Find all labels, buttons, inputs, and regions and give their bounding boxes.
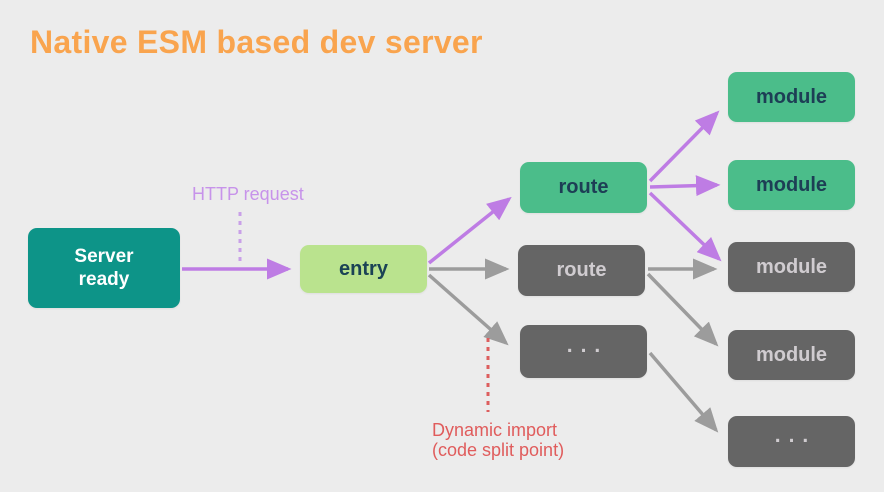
dynamic-import-line2: (code split point) [432,440,565,460]
server-ready-label: Server ready [74,246,134,290]
node-entry: entry [300,245,427,293]
route-active-label: route [558,176,609,198]
arrow-route-inactive-to-module-4 [646,272,719,347]
modules-more-label: ... [774,423,817,447]
dynamic-import-annotation: Dynamic import (code split point) [432,420,564,460]
node-module-4: module [728,330,855,380]
node-module-1: module [728,72,855,122]
node-module-2: module [728,160,855,210]
module-1-label: module [755,85,828,108]
routes-more-label: ... [566,333,609,357]
module-3-label: module [755,255,828,278]
http-request-annotation: HTTP request [192,184,304,204]
arrow-entry-to-route-active [427,196,512,265]
entry-label: entry [339,257,388,280]
route-inactive-label: route [556,259,607,281]
node-modules-more: ... [728,416,855,467]
arrow-routes-more-to-modules-more [648,351,719,433]
diagram-title: Native ESM based dev server [30,24,483,60]
module-2-label: module [755,173,828,196]
module-4-label: module [755,343,828,366]
arrow-entry-to-routes-more [427,273,509,346]
node-route-inactive: route [518,245,645,296]
arrow-route-active-to-module-3 [648,191,722,262]
node-server-ready: Server ready [28,228,180,308]
arrow-route-active-to-module-2 [649,175,721,197]
node-routes-more: ... [520,325,647,378]
dynamic-import-line1: Dynamic import [432,420,558,440]
node-module-3: module [728,242,855,292]
arrow-route-active-to-module-1 [648,110,720,183]
node-route-active: route [520,162,647,213]
